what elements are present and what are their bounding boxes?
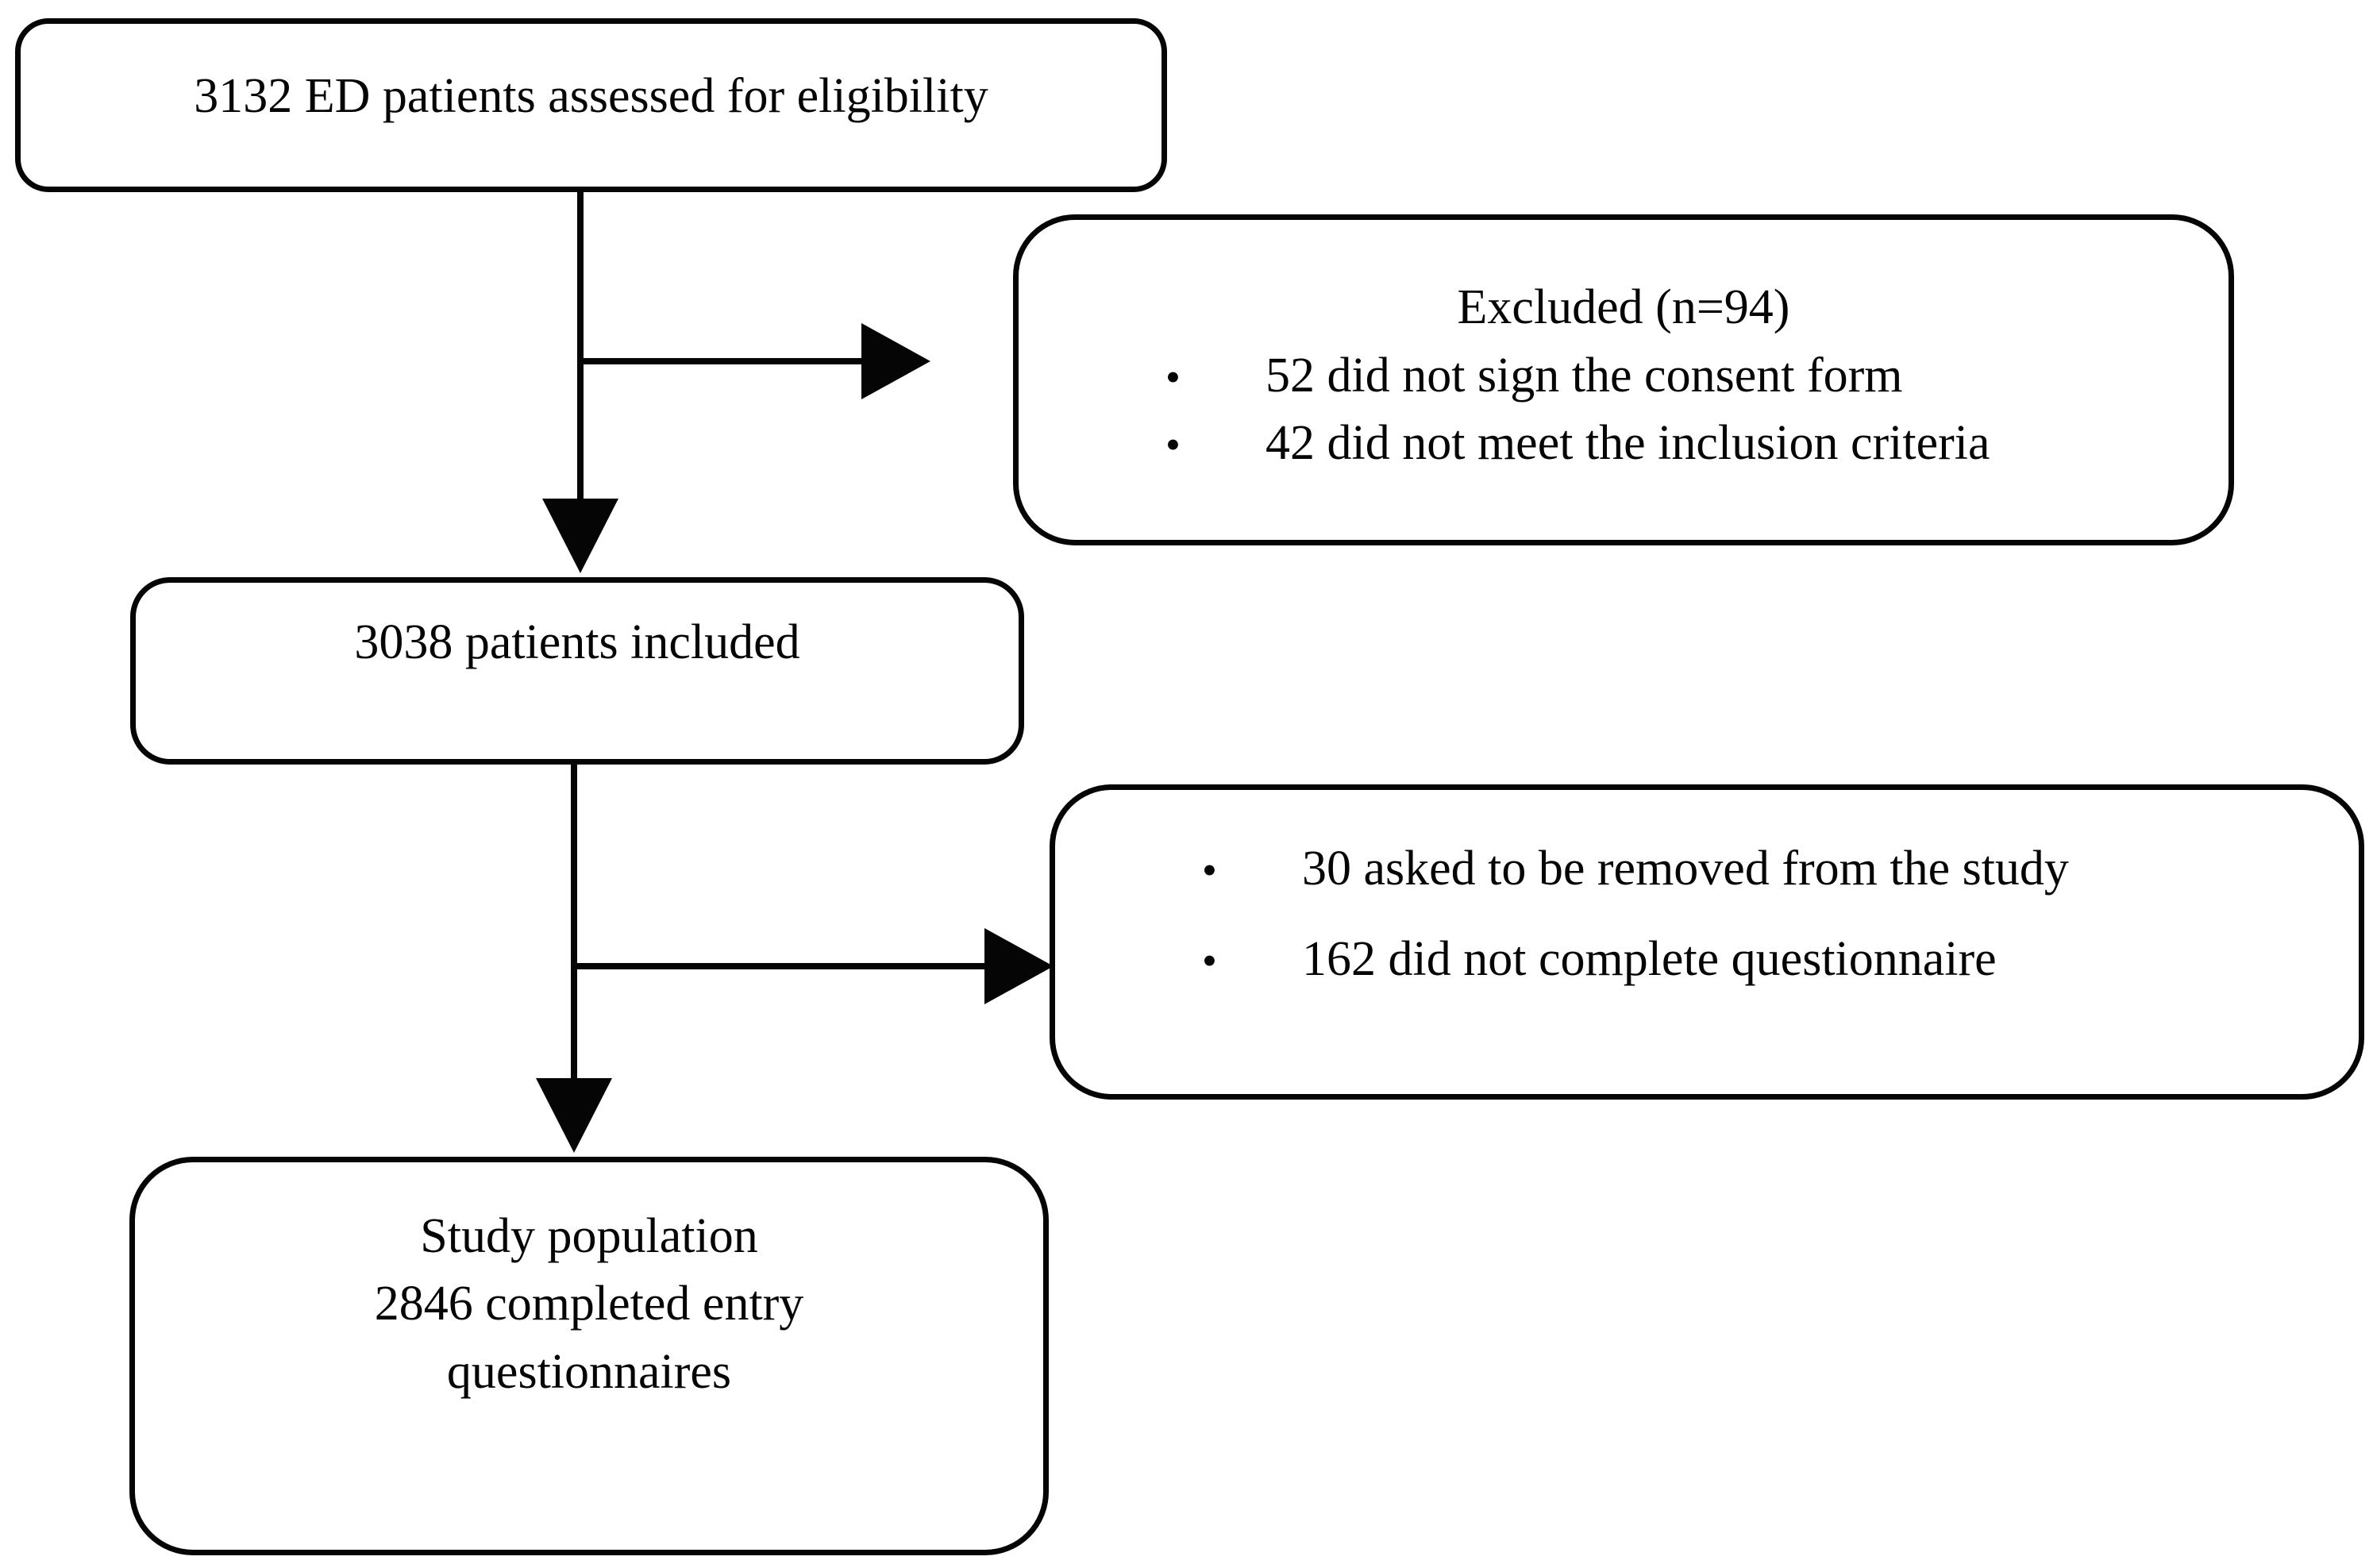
dropouts-bullet-text: 30 asked to be removed from the study bbox=[1302, 841, 2069, 896]
arrow-branch-to-excluded bbox=[580, 323, 930, 399]
excluded-bullet-item: • 52 did not sign the consent form bbox=[1019, 342, 2229, 410]
study-population-line: Study population bbox=[420, 1208, 758, 1263]
node-study-population: Study population 2846 completed entry qu… bbox=[129, 1157, 1049, 1555]
node-assessed: 3132 ED patients assessed for eligibilit… bbox=[15, 18, 1167, 192]
node-dropouts: • 30 asked to be removed from the study … bbox=[1050, 784, 2364, 1100]
arrow-assessed-to-included bbox=[542, 192, 618, 573]
study-population-line: 2846 completed entry bbox=[374, 1277, 804, 1331]
node-assessed-label: 3132 ED patients assessed for eligibilit… bbox=[194, 68, 988, 123]
excluded-bullet-item: • 42 did not meet the inclusion criteria bbox=[1019, 410, 2229, 478]
node-included: 3038 patients included bbox=[130, 577, 1024, 765]
arrow-included-to-population bbox=[536, 765, 612, 1153]
bullet-dot-icon: • bbox=[1202, 936, 1217, 984]
node-excluded: Excluded (n=94) • 52 did not sign the co… bbox=[1013, 214, 2234, 545]
excluded-bullet-text: 42 did not meet the inclusion criteria bbox=[1265, 416, 1990, 471]
bullet-dot-icon: • bbox=[1165, 353, 1181, 401]
bullet-dot-icon: • bbox=[1202, 846, 1217, 894]
dropouts-bullet-text: 162 did not complete questionnaire bbox=[1302, 931, 1997, 986]
arrow-branch-to-dropouts bbox=[574, 928, 1054, 1004]
node-included-label: 3038 patients included bbox=[354, 615, 800, 670]
node-excluded-heading: Excluded (n=94) bbox=[1457, 280, 1790, 335]
dropouts-bullet-item: • 30 asked to be removed from the study bbox=[1055, 835, 2359, 903]
dropouts-bullet-item: • 162 did not complete questionnaire bbox=[1055, 926, 2359, 994]
study-population-line: questionnaires bbox=[446, 1344, 732, 1399]
bullet-dot-icon: • bbox=[1165, 421, 1181, 469]
excluded-bullet-text: 52 did not sign the consent form bbox=[1265, 348, 1903, 403]
